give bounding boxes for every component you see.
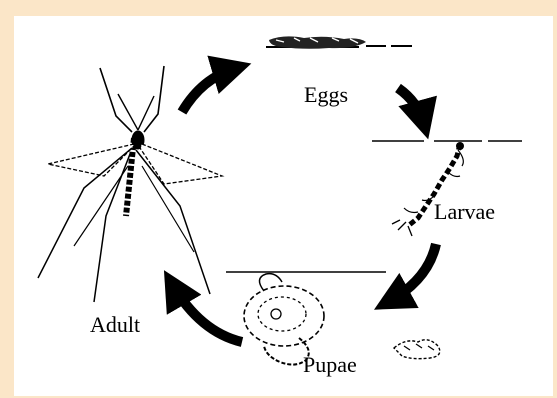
arrow-adult-to-eggs	[182, 68, 236, 112]
cycle-arrows	[172, 68, 436, 342]
arrow-larvae-to-pupae	[388, 244, 436, 302]
label-eggs: Eggs	[304, 84, 348, 106]
label-pupae: Pupae	[303, 354, 357, 376]
arrow-eggs-to-larvae	[398, 88, 424, 124]
life-cycle-diagram: Eggs Larvae Pupae Adult	[14, 16, 553, 396]
label-adult: Adult	[90, 314, 140, 336]
arrow-pupae-to-adult	[172, 284, 242, 342]
label-larvae: Larvae	[434, 201, 495, 223]
eggs-illustration	[266, 36, 412, 48]
